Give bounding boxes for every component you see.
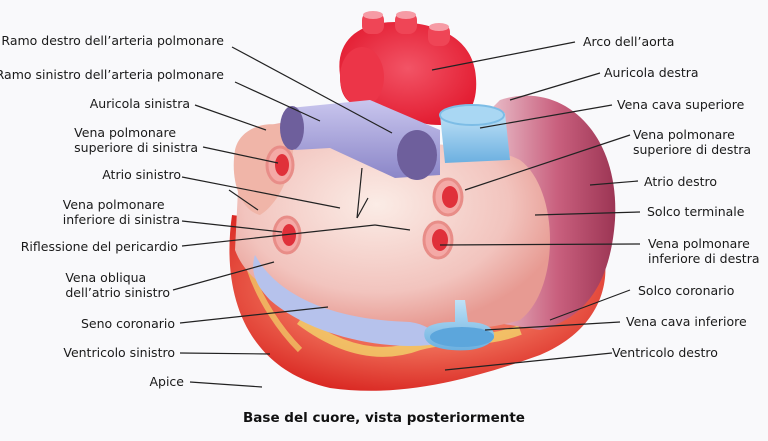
label-vena-polmonare-inferiore-destra: Vena polmonare inferiore di destra: [648, 236, 760, 266]
label-line-2: inferiore di destra: [648, 251, 760, 266]
label-auricola-destra: Auricola destra: [604, 65, 699, 80]
label-ventricolo-destro: Ventricolo destro: [612, 345, 718, 360]
label-ramo-destro-arteria-polmonare: Ramo destro dell’arteria polmonare: [1, 33, 224, 48]
label-seno-coronario: Seno coronario: [80, 316, 175, 331]
label-solco-coronario: Solco coronario: [638, 283, 735, 298]
figure-caption: Base del cuore, vista posteriormente: [243, 410, 525, 426]
label-atrio-destro: Atrio destro: [644, 174, 718, 189]
label-line-1: Vena polmonare: [633, 127, 735, 142]
label-atrio-sinistro: Atrio sinistro: [102, 167, 181, 182]
leader-lines: [172, 41, 641, 388]
label-vena-obliqua-atrio-sinistro: Vena obliqua dell’atrio sinistro: [65, 270, 170, 300]
label-auricola-sinistra: Auricola sinistra: [89, 96, 190, 111]
label-vena-polmonare-superiore-destra: Vena polmonare superiore di destra: [633, 127, 751, 157]
coronary-sinus: [253, 255, 434, 346]
label-line-1: Vena polmonare: [74, 125, 177, 140]
atria: [235, 121, 550, 330]
label-ventricolo-sinistro: Ventricolo sinistro: [63, 345, 175, 360]
label-apice: Apice: [149, 374, 184, 389]
label-vena-polmonare-inferiore-sinistra: Vena polmonare inferiore di sinistra: [63, 197, 180, 227]
label-line-2: superiore di destra: [633, 142, 752, 157]
label-line-1: Vena polmonare: [648, 236, 750, 251]
label-line-2: dell’atrio sinistro: [65, 285, 170, 300]
label-line-2: inferiore di sinistra: [62, 212, 180, 227]
label-solco-terminale: Solco terminale: [647, 204, 745, 219]
label-line-1: Vena polmonare: [62, 197, 165, 212]
label-vena-cava-superiore: Vena cava superiore: [617, 97, 745, 112]
label-arco-aorta: Arco dell’aorta: [583, 34, 675, 49]
label-vena-polmonare-superiore-sinistra: Vena polmonare superiore di sinistra: [74, 125, 198, 155]
label-line-2: superiore di sinistra: [74, 140, 198, 155]
label-riflessione-pericardio: Riflessione del pericardio: [20, 239, 178, 254]
label-line-1: Vena obliqua: [65, 270, 147, 285]
label-ramo-sinistro-arteria-polmonare: Ramo sinistro dell’arteria polmonare: [0, 67, 224, 82]
label-vena-cava-inferiore: Vena cava inferiore: [626, 314, 747, 329]
